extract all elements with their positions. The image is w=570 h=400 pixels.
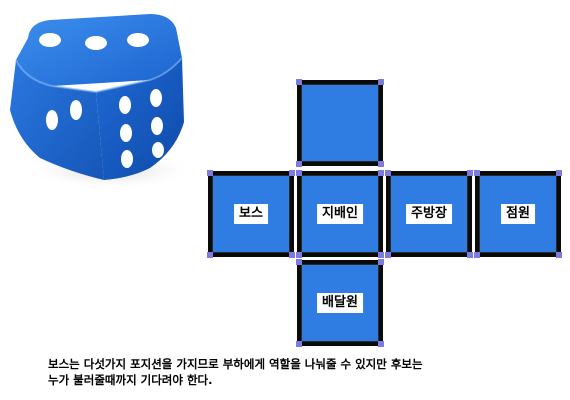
- face-label-delivery: 배달원: [317, 293, 363, 313]
- net-face-left: 보스: [207, 170, 295, 258]
- caption-line-1: 보스는 다섯가지 포지션을 가지므로 부하에게 역할을 나눠줄 수 있지만 후보…: [48, 357, 423, 371]
- net-face-right: 주방장: [385, 170, 473, 258]
- dice-illustration: [0, 0, 200, 200]
- net-face-top: [296, 79, 384, 167]
- face-label-boss: 보스: [234, 204, 268, 224]
- dice-icon: [10, 14, 195, 190]
- net-face-center: 지배인: [296, 170, 384, 258]
- caption-text: 보스는 다섯가지 포지션을 가지므로 부하에게 역할을 나눠줄 수 있지만 후보…: [48, 356, 563, 388]
- caption-line-2: 누가 불러줄때까지 기다려야 한다.: [48, 373, 213, 387]
- face-label-clerk: 점원: [501, 204, 535, 224]
- net-face-bottom: 배달원: [296, 259, 384, 347]
- face-label-chef: 주방장: [406, 204, 452, 224]
- face-label-manager: 지배인: [317, 204, 363, 224]
- net-face-far-right: 점원: [474, 170, 562, 258]
